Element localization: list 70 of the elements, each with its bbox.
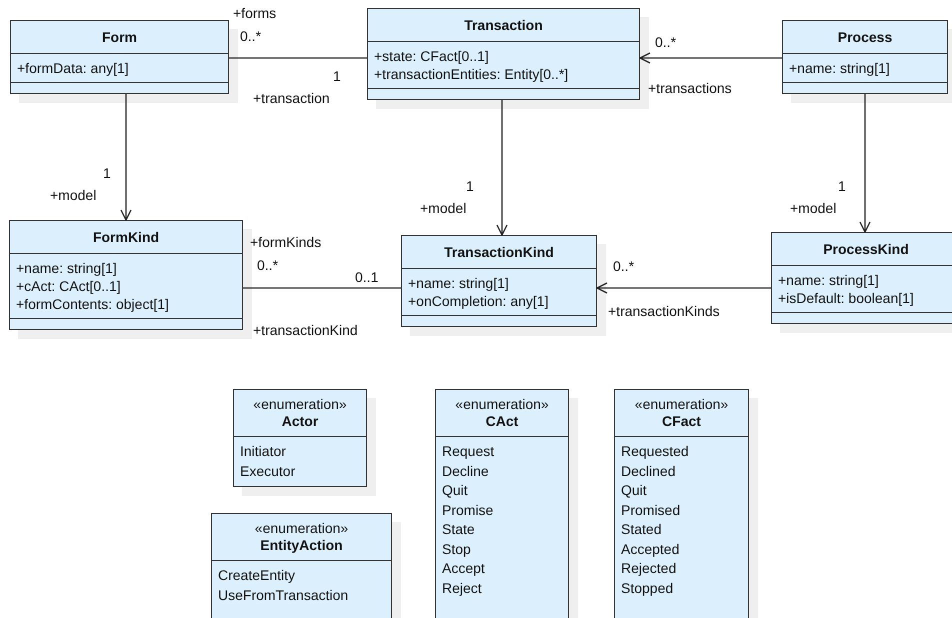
- role-name: +transactionKind: [253, 322, 358, 338]
- class-name: ProcessKind: [823, 240, 909, 258]
- role-name: +model: [790, 200, 836, 216]
- enum-literal: Executor: [240, 462, 296, 480]
- enum-literal: Rejected: [621, 559, 676, 578]
- enum-literal: CreateEntity: [218, 566, 296, 585]
- stereotype-label: «enumeration»: [455, 396, 549, 413]
- stereotype-label: «enumeration»: [253, 396, 347, 413]
- role-name: +transactionKinds: [608, 303, 720, 319]
- enum-literal: Promise: [442, 500, 494, 520]
- enum-literal: Stated: [621, 520, 662, 539]
- enum-literal: Reject: [442, 578, 482, 598]
- enum-literal: Decline: [442, 462, 489, 480]
- enumeration-name: EntityAction: [260, 537, 343, 554]
- attribute-text: +name: string[1]: [16, 259, 117, 277]
- enum-literal: Stopped: [621, 578, 674, 598]
- attribute-text: +cAct: CAct[0..1]: [16, 277, 121, 295]
- association-arrow: [120, 94, 132, 221]
- multiplicity: 1: [103, 165, 111, 181]
- association-arrow: [639, 52, 782, 64]
- role-name: +transaction: [253, 90, 330, 106]
- attribute-text: +state: CFact[0..1]: [374, 47, 489, 65]
- association-arrow: [496, 100, 508, 236]
- attribute-text: +name: string[1]: [778, 271, 879, 289]
- enum-literal: Stop: [442, 540, 471, 559]
- enumeration-name: Actor: [282, 413, 318, 430]
- enum-literal: Requested: [621, 442, 689, 461]
- role-name: +forms: [233, 5, 276, 21]
- role-name: +model: [420, 200, 466, 216]
- enum-literal: Promised: [621, 500, 680, 520]
- association-arrow: [596, 282, 771, 294]
- role-name: +formKinds: [250, 234, 322, 250]
- attribute-text: +transactionEntities: Entity[0..*]: [374, 65, 568, 83]
- multiplicity: 1: [466, 178, 474, 194]
- multiplicity: 0..*: [240, 28, 262, 44]
- multiplicity: 1: [838, 178, 846, 194]
- enum-literal: Accepted: [621, 540, 680, 559]
- class-name: TransactionKind: [444, 244, 554, 260]
- stereotype-label: «enumeration»: [634, 396, 728, 413]
- class-name: Process: [838, 28, 892, 46]
- enum-literal: UseFromTransaction: [218, 586, 348, 604]
- enumeration-name: CFact: [662, 413, 701, 430]
- association-line: [243, 287, 401, 289]
- class-name: Form: [102, 28, 137, 46]
- enum-literal: Initiator: [240, 442, 286, 461]
- attribute-text: +name: string[1]: [408, 274, 509, 292]
- enum-literal: State: [442, 520, 475, 539]
- association-arrow: [859, 94, 871, 233]
- enum-literal: Quit: [621, 481, 647, 500]
- attribute-text: +formContents: object[1]: [16, 295, 169, 313]
- class-name: Transaction: [464, 16, 543, 34]
- multiplicity: 1: [333, 68, 341, 84]
- attribute-text: +isDefault: boolean[1]: [778, 289, 914, 307]
- enum-literal: Declined: [621, 462, 676, 480]
- attribute-text: +onCompletion: any[1]: [408, 292, 548, 310]
- enum-literal: Quit: [442, 481, 468, 500]
- enum-literal: Accept: [442, 559, 485, 578]
- multiplicity: 0..*: [655, 34, 676, 50]
- role-name: +transactions: [648, 80, 732, 96]
- class-name: FormKind: [92, 228, 160, 246]
- attribute-text: +formData: any[1]: [17, 59, 129, 77]
- stereotype-label: «enumeration»: [254, 520, 348, 537]
- attribute-text: +name: string[1]: [789, 59, 890, 77]
- multiplicity: 0..*: [257, 257, 278, 273]
- multiplicity: 0..1: [355, 269, 378, 285]
- role-name: +model: [50, 187, 96, 203]
- association-line: [229, 57, 367, 59]
- enum-literal: Request: [442, 442, 494, 461]
- enumeration-name: CAct: [486, 413, 518, 430]
- multiplicity: 0..*: [613, 258, 634, 274]
